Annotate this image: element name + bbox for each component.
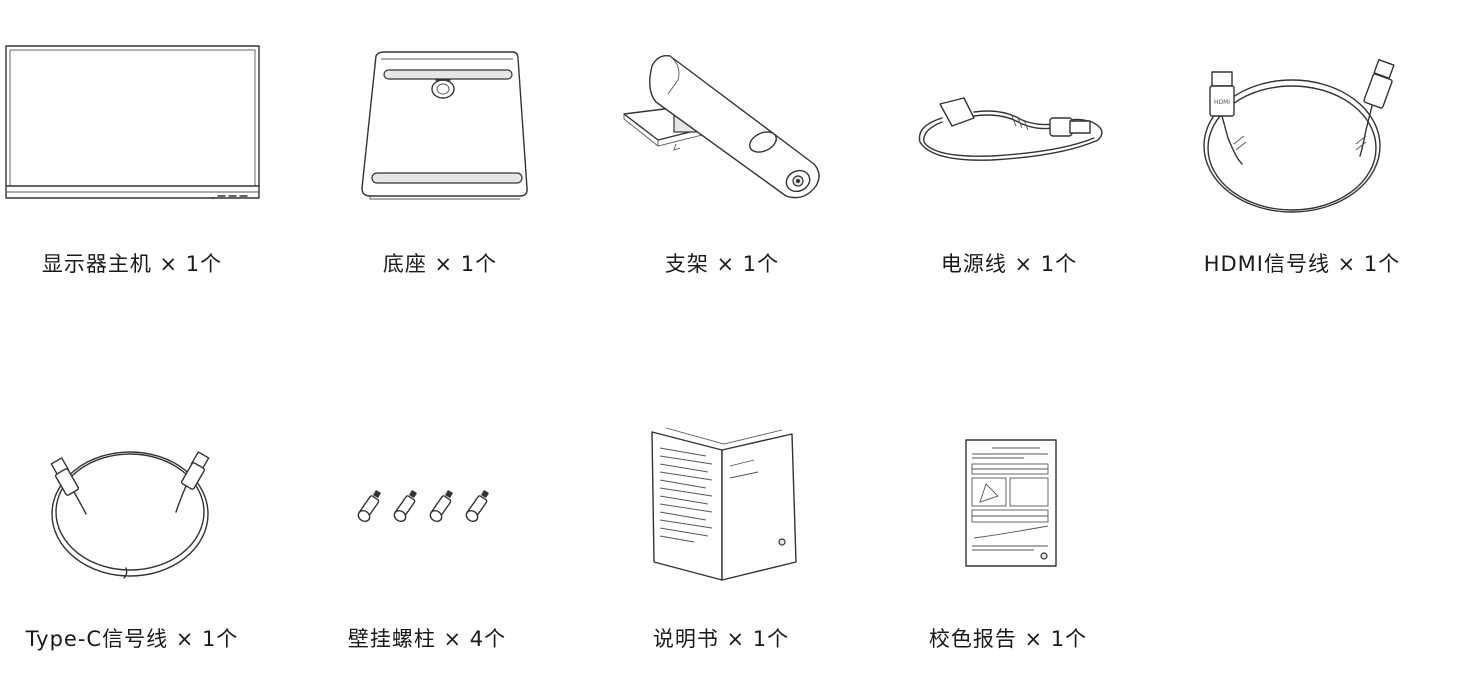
type-c-cable-icon bbox=[46, 440, 216, 580]
item-label: HDMI信号线 × 1个 bbox=[1203, 252, 1401, 276]
report-text-lines bbox=[971, 447, 1049, 551]
item-label: 底座 × 1个 bbox=[382, 252, 498, 276]
stand-base-icon bbox=[356, 46, 536, 206]
item-label: 电源线 × 1个 bbox=[940, 252, 1078, 276]
stand-arm-icon bbox=[618, 44, 838, 204]
screw-icon bbox=[465, 490, 489, 523]
calibration-report-icon bbox=[964, 438, 1060, 568]
power-cable-icon bbox=[912, 90, 1112, 170]
item-label: 校色报告 × 1个 bbox=[928, 627, 1088, 651]
screw-icon bbox=[429, 490, 453, 523]
manual-text-lines bbox=[659, 447, 759, 543]
screw-icon bbox=[393, 490, 417, 523]
item-label: 说明书 × 1个 bbox=[652, 627, 790, 651]
hdmi-cable-icon: HDMI bbox=[1196, 58, 1406, 218]
wall-mount-screws-icon bbox=[357, 486, 508, 526]
item-label: 壁挂螺柱 × 4个 bbox=[347, 627, 507, 651]
item-label: 显示器主机 × 1个 bbox=[41, 252, 223, 276]
monitor-icon bbox=[2, 40, 264, 205]
hdmi-connector-text: HDMI bbox=[1214, 99, 1230, 106]
item-label: 支架 × 1个 bbox=[664, 252, 780, 276]
manual-booklet-icon bbox=[646, 426, 806, 586]
item-label: Type-C信号线 × 1个 bbox=[25, 627, 239, 651]
screw-icon bbox=[357, 490, 381, 523]
